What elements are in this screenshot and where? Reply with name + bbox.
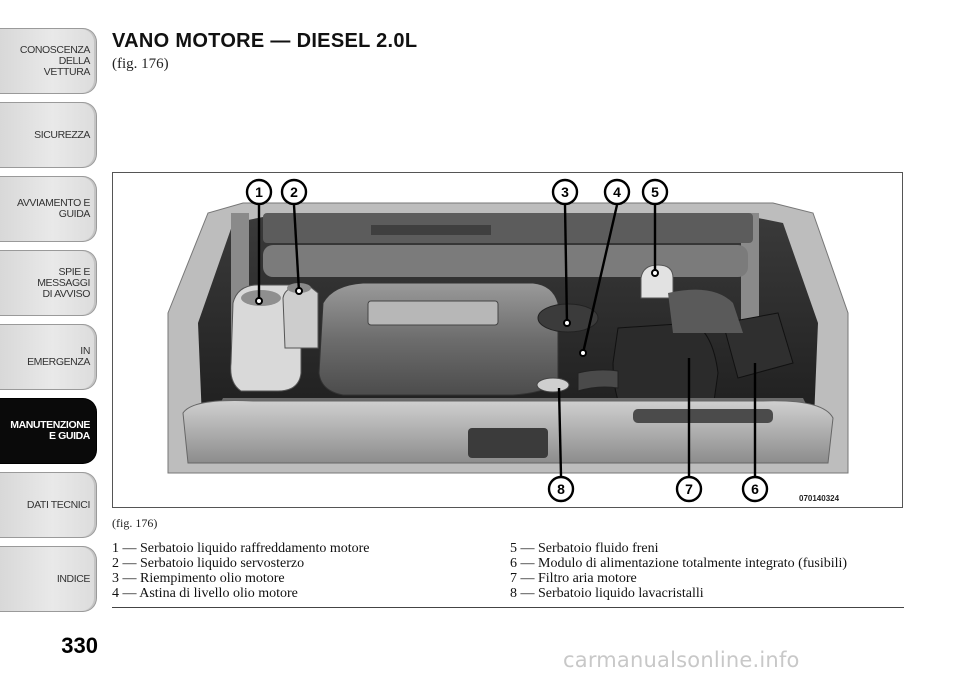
tab-spie-messaggi[interactable]: SPIE E MESSAGGI DI AVVISO [0,250,97,316]
legend-item-8: 8 — Serbatoio liquido lavacristalli [510,586,704,601]
legend-item-5: 5 — Serbatoio fluido freni [510,541,659,556]
engine-bay-figure: 1 2 3 4 5 6 7 8 070140324 [112,172,903,508]
figure-caption: (fig. 176) [112,516,158,530]
callout-number: 2 [290,184,298,200]
tab-dati-tecnici[interactable]: DATI TECNICI [0,472,97,538]
legend-item-1: 1 — Serbatoio liquido raffreddamento mot… [112,541,370,556]
engine-bay-illustration: 1 2 3 4 5 6 7 8 070140324 [167,178,849,503]
tab-label: DATI TECNICI [26,498,90,511]
callout-1: 1 [245,178,273,206]
page-title: VANO MOTORE — DIESEL 2.0L [112,30,418,52]
page-number: 330 [61,633,98,658]
tab-avviamento-guida[interactable]: AVVIAMENTO E GUIDA [0,176,97,242]
leader-2 [292,204,301,292]
callout-3: 3 [551,178,579,206]
tab-manutenzione[interactable]: MANUTENZIONE E GUIDA [0,398,97,464]
callout-7: 7 [675,475,703,503]
tab-label: CONOSCENZA DELLA VETTURA [19,43,90,78]
callout-8: 8 [547,475,575,503]
legend-item-7: 7 — Filtro aria motore [510,571,637,586]
tab-label: INDICE [56,572,91,585]
callout-number: 8 [557,481,565,497]
tab-label: IN EMERGENZA [27,345,90,368]
tab-conoscenza-vettura[interactable]: CONOSCENZA DELLA VETTURA [0,28,97,94]
callout-number: 3 [561,184,569,200]
legend-item-6: 6 — Modulo di alimentazione totalmente i… [510,556,848,571]
tab-label: SPIE E MESSAGGI DI AVVISO [37,265,90,300]
tab-label: MANUTENZIONE E GUIDA [10,419,90,442]
leader-8 [557,387,563,477]
callout-2: 2 [280,178,308,206]
callout-number: 4 [613,184,621,200]
callout-number: 7 [685,481,693,497]
legend-item-3: 3 — Riempimento olio motore [112,571,285,586]
tab-label: SICUREZZA [34,128,90,141]
watermark: carmanualsonline.info [563,648,800,672]
callout-number: 5 [651,184,659,200]
image-code: 070140324 [799,494,840,503]
callout-6: 6 [741,475,769,503]
tab-in-emergenza[interactable]: IN EMERGENZA [0,324,97,390]
legend-item-4: 4 — Astina di livello olio motore [112,586,298,601]
tab-label: AVVIAMENTO E GUIDA [17,197,90,220]
legend-right-column: 5 — Serbatoio fluido freni 6 — Modulo di… [510,541,910,601]
leader-4 [581,204,619,354]
tab-sicurezza[interactable]: SICUREZZA [0,102,97,168]
tab-indice[interactable]: INDICE [0,546,97,612]
callout-5: 5 [641,178,669,206]
leader-3 [563,204,569,324]
callout-number: 6 [751,481,759,497]
callout-number: 1 [255,184,263,200]
legend-divider [112,607,904,608]
legend-left-column: 1 — Serbatoio liquido raffreddamento mot… [112,541,507,601]
callout-4: 4 [603,178,631,206]
figure-reference: (fig. 176) [112,56,169,72]
legend-item-2: 2 — Serbatoio liquido servosterzo [112,556,305,571]
